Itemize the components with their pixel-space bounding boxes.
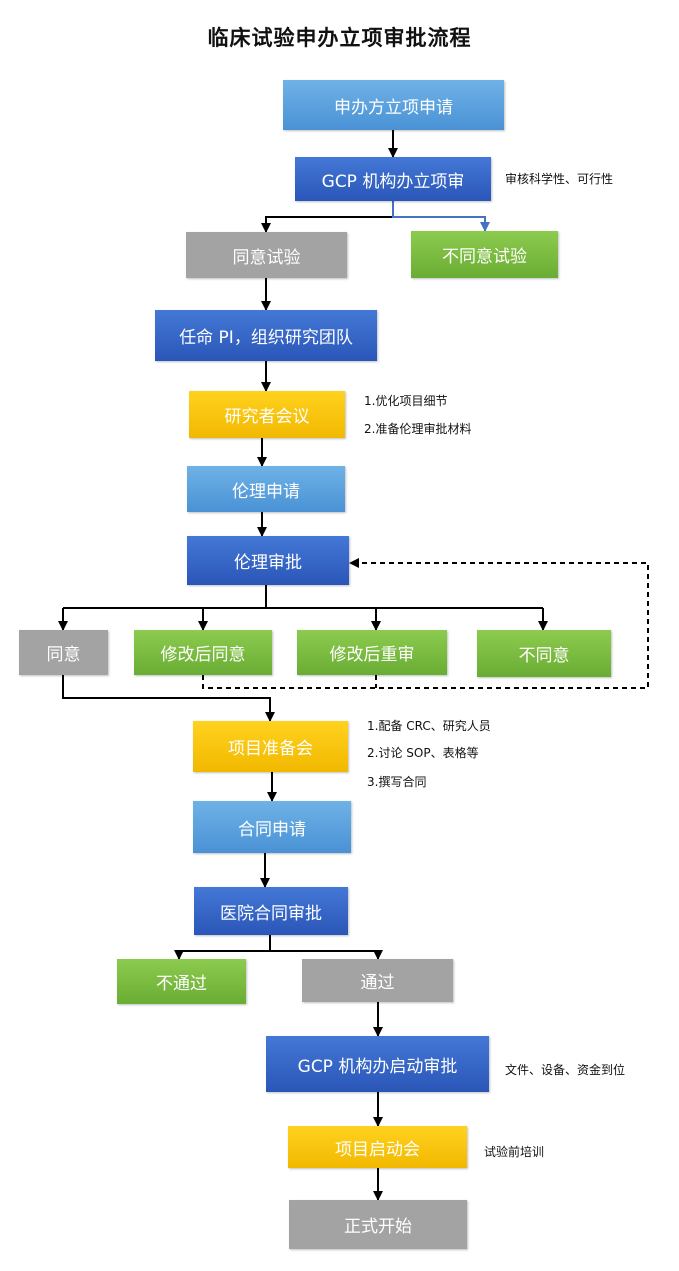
arrow-gcp-to-agree <box>261 201 394 233</box>
connector-contract-split <box>174 935 271 960</box>
node-ethics-apply: 伦理申请 <box>187 466 345 512</box>
node-not-passed: 不通过 <box>117 959 246 1004</box>
note-prep-meeting-1: 1.配备 CRC、研究人员 <box>367 719 491 733</box>
node-ethics-agree: 同意 <box>19 630 108 675</box>
note-researcher-meeting-1: 1.优化项目细节 <box>364 394 448 408</box>
note-researcher-meeting-2: 2.准备伦理审批材料 <box>364 422 472 436</box>
note-prep-meeting-3: 3.撰写合同 <box>367 775 427 789</box>
node-passed: 通过 <box>302 959 453 1002</box>
note-prep-meeting-2: 2.讨论 SOP、表格等 <box>367 746 479 760</box>
node-ethics-approval: 伦理审批 <box>187 536 349 585</box>
node-kickoff-meeting: 项目启动会 <box>288 1126 467 1168</box>
note-gcp-review: 审核科学性、可行性 <box>505 172 614 186</box>
node-rereview-after-revision: 修改后重审 <box>297 630 447 675</box>
note-gcp-start-approval: 文件、设备、资金到位 <box>505 1063 626 1077</box>
connector-ethics-split <box>63 585 267 609</box>
node-disagree-trial: 不同意试验 <box>411 231 558 278</box>
node-researcher-meeting: 研究者会议 <box>189 391 345 438</box>
arrow-agree-to-prep <box>62 675 275 722</box>
node-hospital-contract-approval: 医院合同审批 <box>194 887 348 935</box>
node-contract-apply: 合同申请 <box>193 801 351 853</box>
node-agree-trial: 同意试验 <box>186 232 347 278</box>
node-project-prep-meeting: 项目准备会 <box>193 721 348 772</box>
page-title: 临床试验申办立项审批流程 <box>207 26 472 50</box>
node-agree-after-revision: 修改后同意 <box>134 630 272 675</box>
note-kickoff-meeting: 试验前培训 <box>484 1145 545 1159</box>
node-appoint-pi: 任命 PI，组织研究团队 <box>155 310 377 361</box>
arrow-gcp-to-disagree <box>392 201 490 232</box>
node-formal-start: 正式开始 <box>289 1200 467 1249</box>
node-gcp-review: GCP 机构办立项审 <box>295 157 491 201</box>
node-gcp-start-approval: GCP 机构办启动审批 <box>266 1036 489 1092</box>
node-sponsor-apply: 申办方立项申请 <box>283 80 504 130</box>
node-ethics-disagree: 不同意 <box>477 630 611 677</box>
